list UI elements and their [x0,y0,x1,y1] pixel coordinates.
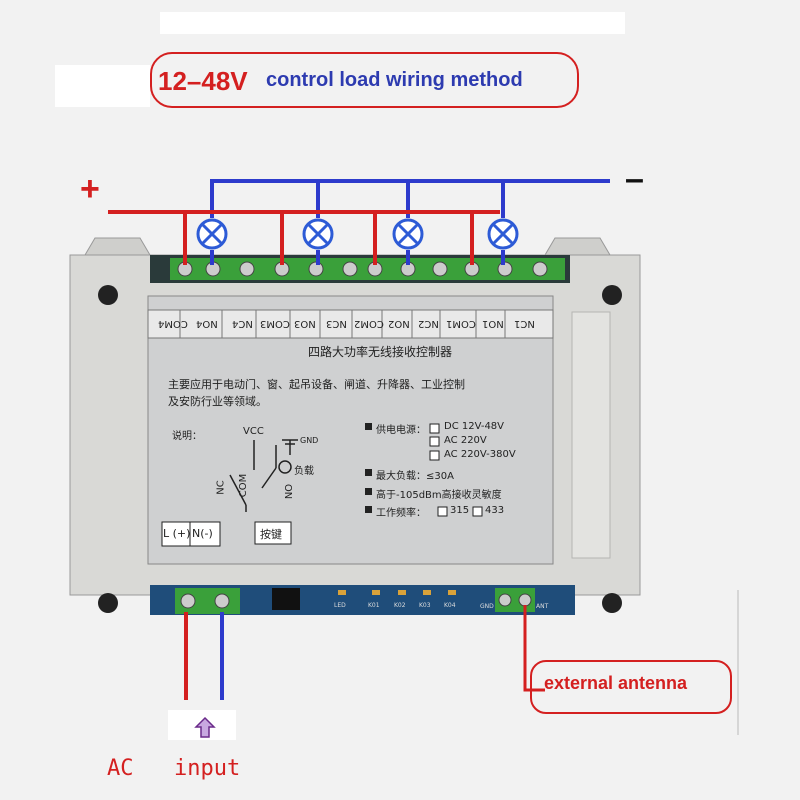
sensitivity: 高于-105dBm高接收灵敏度 [376,490,502,501]
ln-box [161,521,221,547]
top-white-strip [160,12,625,34]
board-label: K02 [394,602,406,609]
no-label: NO [284,483,296,500]
lamp-icons [196,218,519,250]
key-label: 按键 [260,528,282,541]
terminal-label: COM4 [158,318,188,329]
terminal-label: NC3 [326,318,347,329]
power-option: DC 12V-48V [444,421,505,432]
silver-plate [147,295,554,565]
left-white-patch [55,65,150,107]
key-button [272,588,300,610]
title-voltage: 12–48V [158,66,248,96]
terminal-label: COM3 [260,318,290,329]
nc-label: NC [215,480,227,495]
title-frame [150,52,579,108]
plate-desc-line1: 主要应用于电动门、窗、起吊设备、闸道、升降器、工业控制 [168,378,465,391]
load-label: 负载 [294,466,314,477]
gnd-label: GND [300,436,319,445]
board-label: ANT [536,603,549,610]
antenna-label: external antenna [544,673,688,693]
board-label: K04 [444,602,456,609]
power-option: AC 220V [444,435,487,446]
ac-label: AC [107,756,134,781]
l-label: L (+) [163,527,191,540]
board-label: K01 [368,602,380,609]
top-terminal-block [170,258,565,280]
power-option: AC 220V-380V [444,449,516,460]
title-text: control load wiring method [266,69,523,91]
board-label: GND [480,603,494,610]
note-label: 说明： [172,431,202,442]
arrow-up-icon [194,716,216,738]
board-label: K03 [419,602,431,609]
vcc-label: VCC [243,426,264,437]
red-positive-bus [108,210,500,265]
plate-desc-line2: 及安防行业等领域。 [168,395,267,408]
max-load: 最大负载：≤30A [376,471,454,482]
terminal-label: NO4 [196,318,218,329]
terminal-label: NO2 [388,318,410,329]
terminal-label: NC4 [232,318,253,329]
n-label: N(-) [192,527,213,540]
freq-option: 433 [485,505,505,516]
plus-sign: + [80,170,100,208]
com-label: COM [238,473,250,498]
input-label: input [174,756,241,781]
terminal-label-row [147,309,554,339]
freq-label: 工作频率： [376,508,426,519]
power-label: 供电电源： [376,425,426,436]
antenna-frame [530,660,732,714]
minus-sign: – [625,160,644,198]
relay-schematic [229,439,298,512]
plate-title: 四路大功率无线接收控制器 [307,345,452,359]
terminal-label: NO1 [482,318,504,329]
terminal-labels: COM4 NO4 NC4 COM3 NO3 NC3 COM2 NO2 NC2 C… [148,312,553,336]
terminal-label: NC1 [514,318,535,329]
key-box [254,521,292,545]
board-label: LED [334,602,346,609]
terminal-label: NC2 [418,318,439,329]
terminal-label: COM1 [446,318,476,329]
terminal-label: NO3 [294,318,316,329]
terminal-label: COM2 [354,318,384,329]
freq-option: 315 [450,505,470,516]
